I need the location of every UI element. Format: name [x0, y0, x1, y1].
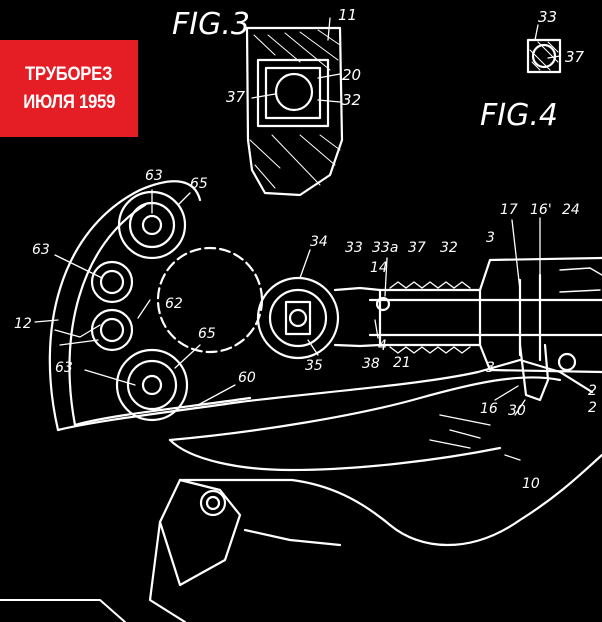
ref-label: 16 [480, 401, 498, 417]
ref-label: 63 [55, 360, 73, 376]
fig4-title: FIG.4 [480, 98, 558, 133]
ref-label: 33 [538, 8, 557, 26]
ref-label: 11 [338, 6, 357, 24]
ref-label: 35 [305, 358, 323, 374]
ref-label: 17 [500, 202, 518, 218]
ref-label: 2 [588, 400, 597, 416]
title-banner: ТРУБОРЕЗ ИЮЛЯ 1959 [0, 40, 138, 137]
leader-lines [34, 17, 561, 461]
fig3-section [245, 26, 344, 197]
ref-label: 63 [145, 168, 163, 184]
fig3-title: FIG.3 [172, 7, 250, 42]
ref-label: 65 [190, 176, 208, 192]
ref-label: 33a [372, 240, 398, 256]
ref-label: 20 [342, 66, 361, 84]
ref-label: 60 [238, 370, 256, 386]
ref-label: 65 [198, 326, 216, 342]
ref-label: 3 [486, 230, 495, 246]
ref-label: 10 [522, 476, 540, 492]
ref-label: 34 [310, 234, 328, 250]
ref-label: 38 [362, 356, 380, 372]
ref-label: 4 [378, 338, 387, 354]
ref-label: 30 [508, 403, 526, 419]
ref-label: 16' [530, 202, 552, 218]
fig4-section [526, 38, 562, 74]
ref-label: 24 [562, 202, 580, 218]
ref-label: 32 [440, 240, 458, 256]
ref-label: 33 [345, 240, 363, 256]
feed-screw [333, 256, 602, 402]
ref-label: 12 [14, 316, 32, 332]
ref-label: 37 [408, 240, 426, 256]
banner-line-2: ИЮЛЯ 1959 [23, 91, 115, 113]
ref-label: 21 [393, 355, 411, 371]
ref-label: 32 [342, 91, 361, 109]
ref-label: 63 [32, 242, 50, 258]
ref-label: 3 [486, 360, 495, 376]
ref-label: 14 [370, 260, 388, 276]
cutter-frame [48, 180, 602, 622]
cutting-wheel [256, 276, 340, 360]
banner-line-1: ТРУБОРЕЗ [25, 63, 113, 85]
corner-frame [0, 599, 126, 622]
ref-label: 62 [165, 296, 183, 312]
ref-label: 2 [588, 383, 597, 399]
ref-label: 37 [226, 88, 246, 106]
ref-label: 37 [565, 48, 585, 66]
